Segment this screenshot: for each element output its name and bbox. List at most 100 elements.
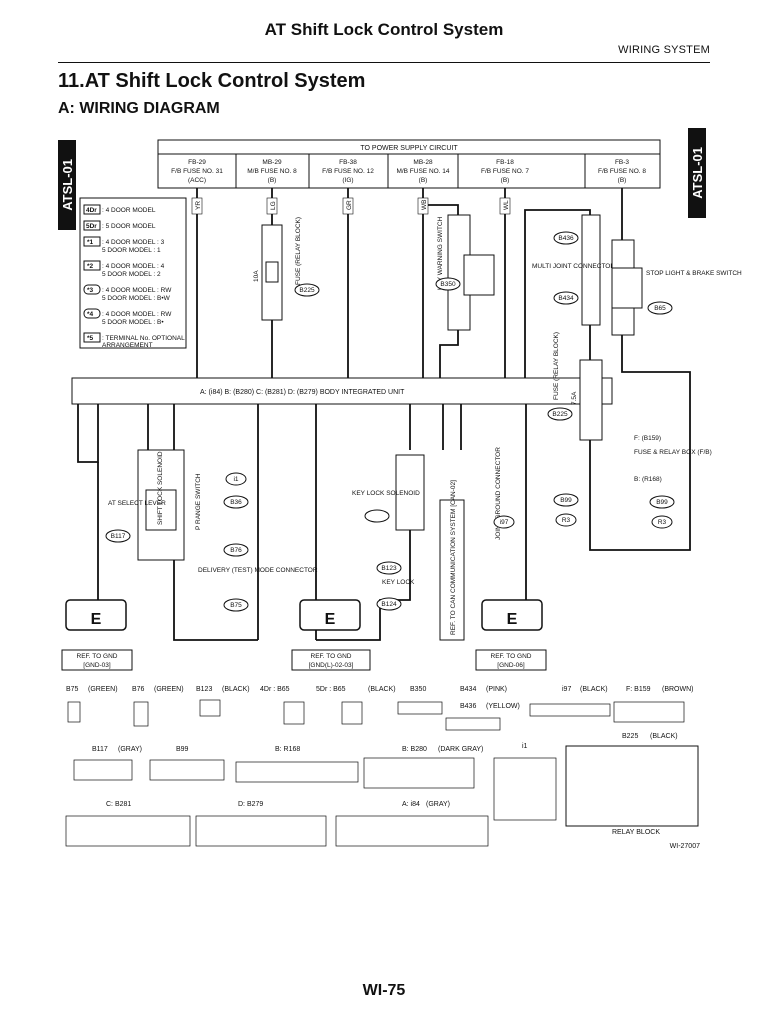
svg-text:B123: B123 [381, 565, 397, 572]
connector-b281: C: B281 [106, 801, 131, 808]
connector-b76: B76 [132, 686, 145, 693]
relay-block: RELAY BLOCK [565, 745, 699, 836]
side-tag-left: ATSL-01 [58, 140, 76, 230]
svg-text:5Dr: 5Dr [86, 223, 97, 230]
svg-text:SHIFT LOCK SOLENOID: SHIFT LOCK SOLENOID [157, 451, 164, 525]
svg-text:F/B FUSE NO. 7: F/B FUSE NO. 7 [481, 168, 529, 175]
svg-text:ARRANGEMENT: ARRANGEMENT [102, 342, 153, 349]
svg-text:E: E [507, 611, 518, 628]
bottom-wires [77, 404, 622, 641]
svg-text:[GND-03]: [GND-03] [83, 662, 111, 669]
svg-text:REF. TO CAN COMMUNICATION SYST: REF. TO CAN COMMUNICATION SYSTEM [CAN-02… [450, 480, 457, 635]
svg-text:(GRAY): (GRAY) [118, 746, 142, 753]
connector-b65-4dr: 4Dr : B65 [260, 686, 290, 693]
legend-item-5dr: 5Dr: 5 DOOR MODEL [83, 220, 156, 231]
key-lock-solenoid: KEY LOCK SOLENOID B123 KEY LOCK B124 [352, 454, 425, 611]
svg-text:B124: B124 [381, 601, 397, 608]
svg-text:: 4 DOOR MODEL: : 4 DOOR MODEL [102, 207, 156, 214]
svg-text:JOINT GROUND CONNECTOR: JOINT GROUND CONNECTOR [495, 447, 502, 540]
fuse-label-3: FB-38 F/B FUSE NO. 12 (IG) [322, 159, 374, 184]
svg-text:A: (i84) B: (B280) C: (B281): A: (i84) B: (B280) C: (B281) D: (B279) B… [200, 389, 405, 396]
svg-text:: 4 DOOR MODEL : RW: : 4 DOOR MODEL : RW [102, 287, 172, 294]
svg-text:B65: B65 [654, 305, 666, 312]
svg-text:(GRAY): (GRAY) [426, 801, 450, 808]
connector-b350: B350 [410, 686, 426, 693]
legend-item-star2: *2: 4 DOOR MODEL : 4 5 DOOR MODEL : 2 [83, 260, 165, 278]
legend-item-star4: *4: 4 DOOR MODEL : RW 5 DOOR MODEL : B• [83, 308, 172, 326]
svg-text:(BLACK): (BLACK) [368, 686, 396, 693]
can-reference-box: REF. TO CAN COMMUNICATION SYSTEM [CAN-02… [439, 480, 465, 641]
page-number: WI-75 [362, 982, 406, 999]
svg-text:YR: YR [195, 201, 202, 210]
fuse-label-5: FB-18 F/B FUSE NO. 7 (B) [481, 159, 529, 184]
svg-text:B434: B434 [558, 295, 574, 302]
svg-text:GR: GR [346, 200, 353, 210]
connector-b123: B123 [196, 686, 212, 693]
svg-text:FB-29: FB-29 [188, 159, 206, 166]
legend-item-star5: *5 : TERMINAL No. OPTIONAL ARRANGEMENT [83, 332, 185, 349]
svg-text:(BLACK): (BLACK) [222, 686, 250, 693]
svg-text:MB-28: MB-28 [413, 159, 433, 166]
svg-text:P RANGE SWITCH: P RANGE SWITCH [195, 473, 202, 530]
svg-text:(IG): (IG) [342, 177, 353, 184]
connector-b436: B436 [460, 703, 476, 710]
connector-b279: D: B279 [238, 801, 263, 808]
connector-b434: B434 [460, 686, 476, 693]
figure-id: WI-27007 [670, 843, 700, 850]
svg-text:LG: LG [270, 201, 277, 210]
svg-text:5 DOOR MODEL : 2: 5 DOOR MODEL : 2 [102, 271, 161, 278]
svg-text:[GND(L)-02-03]: [GND(L)-02-03] [309, 662, 354, 669]
svg-text:(BLACK): (BLACK) [580, 686, 608, 693]
svg-text:(B): (B) [501, 177, 510, 184]
ground-symbol-3: E REF. TO GND [GND-06] [475, 599, 547, 671]
svg-text:(B): (B) [268, 177, 277, 184]
svg-text:DELIVERY (TEST) MODE CONNECTOR: DELIVERY (TEST) MODE CONNECTOR [198, 567, 318, 574]
fuse-label-6: FB-3 F/B FUSE NO. 8 (B) [598, 159, 646, 184]
connector-i1: i1 [522, 743, 528, 750]
svg-text:*5: *5 [87, 335, 94, 342]
section-label: WIRING SYSTEM [618, 44, 710, 56]
svg-text:: 4 DOOR MODEL : 3: : 4 DOOR MODEL : 3 [102, 239, 165, 246]
header-rule [58, 62, 710, 63]
svg-text:FB-3: FB-3 [615, 159, 629, 166]
svg-text:F/B FUSE NO. 8: F/B FUSE NO. 8 [598, 168, 646, 175]
connector-b225: B225 [622, 733, 638, 740]
svg-text:B99: B99 [560, 497, 572, 504]
svg-text:(B): (B) [618, 177, 627, 184]
connector-pin-grids [65, 699, 685, 847]
legend-item-4dr: 4Dr: 4 DOOR MODEL [83, 204, 156, 215]
connector-i97: i97 [562, 686, 571, 693]
svg-text:FUSE (RELAY BLOCK): FUSE (RELAY BLOCK) [553, 332, 560, 400]
svg-text:KEY LOCK SOLENOID: KEY LOCK SOLENOID [352, 490, 420, 497]
svg-text:FUSE (RELAY BLOCK): FUSE (RELAY BLOCK) [295, 217, 302, 285]
side-tag-right: ATSL-01 [688, 128, 706, 218]
svg-text:: TERMINAL No. OPTIONAL: : TERMINAL No. OPTIONAL [102, 335, 185, 342]
connector-i84: A: i84 [402, 801, 420, 808]
svg-text:F: (B159): F: (B159) [634, 435, 661, 442]
svg-text:M/B FUSE NO. 8: M/B FUSE NO. 8 [247, 168, 297, 175]
svg-text:(B): (B) [419, 177, 428, 184]
connector-b75: B75 [66, 686, 79, 693]
svg-text:(GREEN): (GREEN) [88, 686, 118, 693]
top-wire-labels: YR LG GR WB WL [191, 197, 511, 215]
svg-text:5 DOOR MODEL : B•: 5 DOOR MODEL : B• [102, 319, 164, 326]
svg-text:(DARK GRAY): (DARK GRAY) [438, 746, 483, 753]
svg-text:FB-18: FB-18 [496, 159, 514, 166]
svg-text:KEY LOCK: KEY LOCK [382, 579, 415, 586]
svg-text:FUSE & RELAY BOX (F/B): FUSE & RELAY BOX (F/B) [634, 449, 712, 456]
svg-text:B99: B99 [656, 499, 668, 506]
svg-text:E: E [91, 611, 102, 628]
connector-b65-5dr: 5Dr : B65 [316, 686, 346, 693]
svg-text:R3: R3 [562, 517, 571, 524]
power-supply-box: TO POWER SUPPLY CIRCUIT FB-29 F/B FUSE N… [157, 139, 661, 189]
svg-text:WL: WL [503, 200, 510, 210]
page-heading: 11.AT Shift Lock Control System [58, 70, 366, 92]
svg-text:RELAY BLOCK: RELAY BLOCK [612, 829, 660, 836]
fuse-10a: 10A FUSE (RELAY BLOCK) B225 [253, 217, 320, 321]
svg-text:5 DOOR MODEL : 1: 5 DOOR MODEL : 1 [102, 247, 161, 254]
svg-text:(PINK): (PINK) [486, 686, 507, 693]
svg-text:AT SELECT LEVER: AT SELECT LEVER [108, 500, 166, 507]
key-warning-switch: KEY WARNING SWITCH B350 [435, 214, 495, 331]
ground-symbol-1: E REF. TO GND [GND-03] [61, 599, 133, 671]
connector-b159: F: B159 [626, 686, 651, 693]
